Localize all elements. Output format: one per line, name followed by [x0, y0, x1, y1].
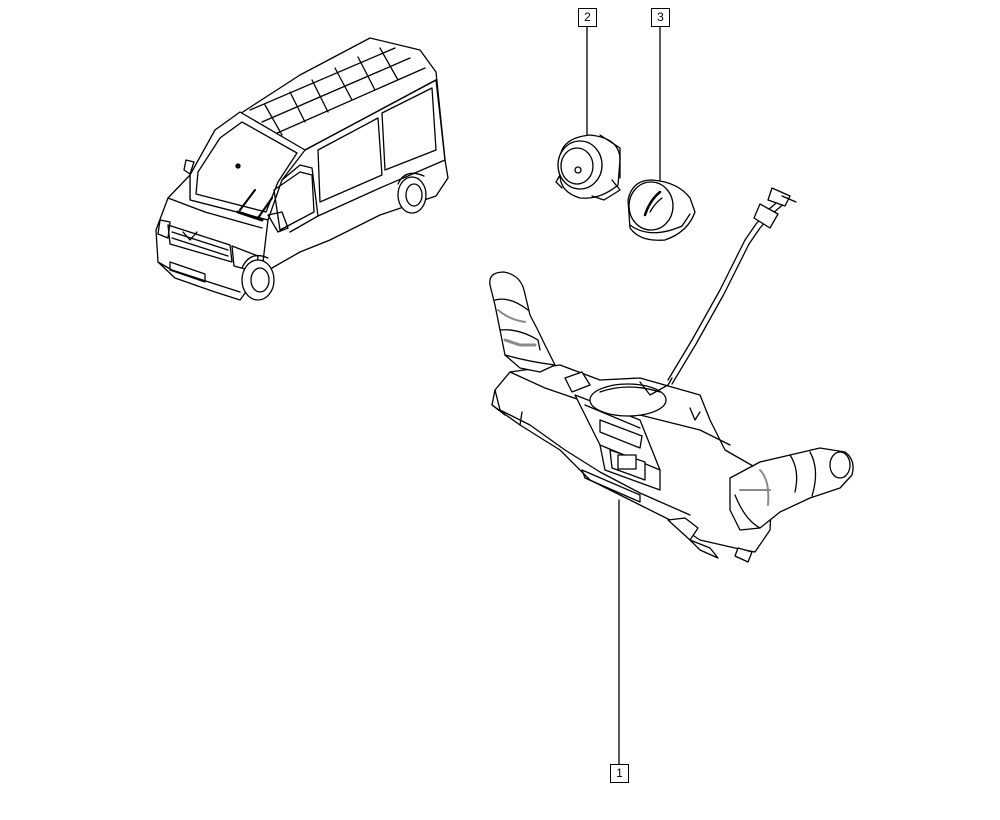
part-3-drawing — [627, 179, 696, 241]
part-2-drawing — [555, 134, 621, 201]
part-1-drawing — [489, 187, 854, 563]
callout-part-1: 1 — [610, 764, 629, 783]
van-illustration — [155, 37, 449, 301]
callout-part-2: 2 — [578, 8, 597, 27]
callout-part-3: 3 — [651, 8, 670, 27]
